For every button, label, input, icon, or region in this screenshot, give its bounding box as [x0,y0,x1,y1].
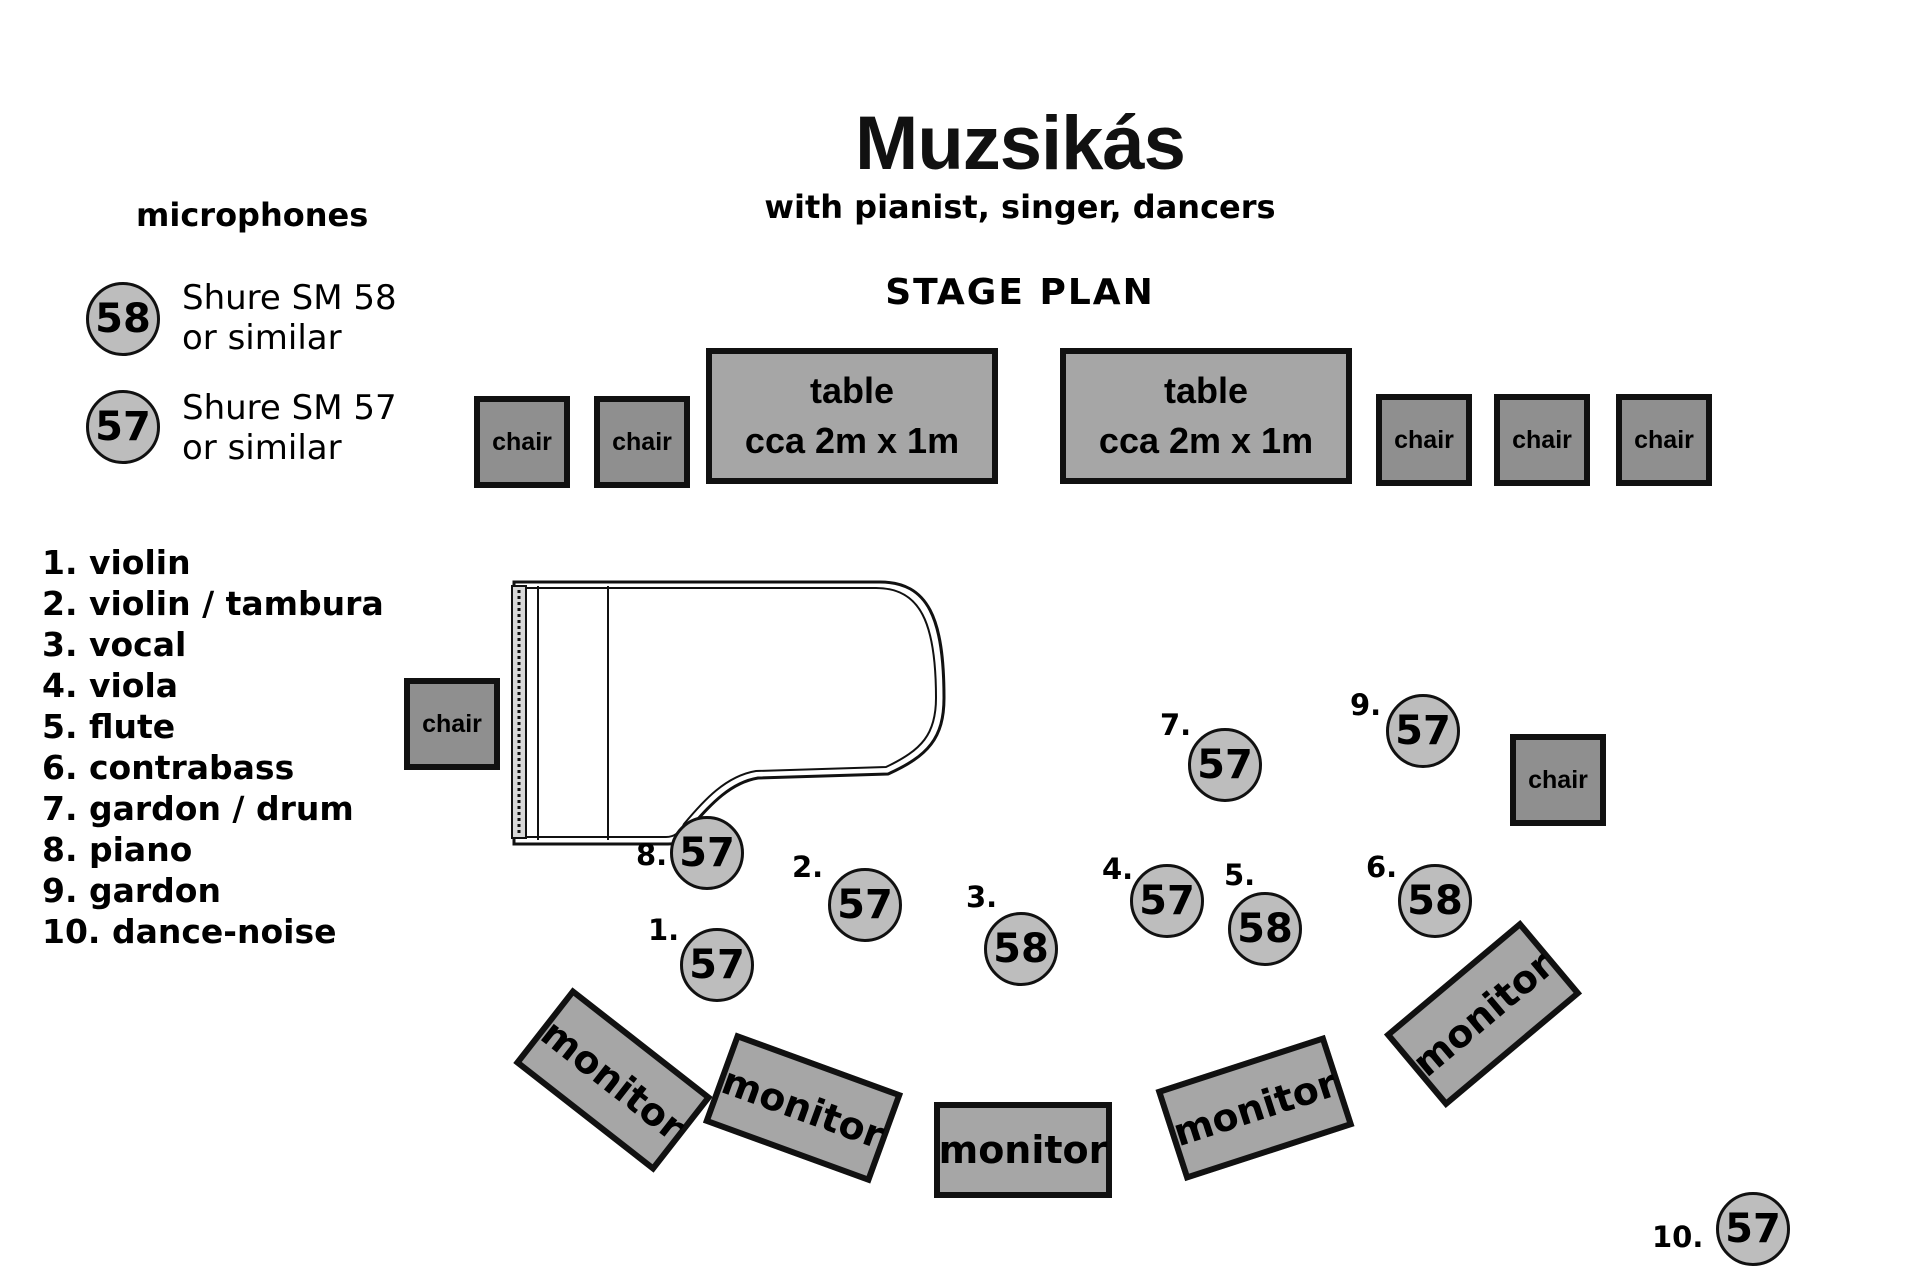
chair-piano: chair [404,678,500,770]
legend-mic-58-text: Shure SM 58 or similar [182,278,397,358]
instrument-item: 10. dance-noise [42,912,337,951]
table-label: table [1163,370,1249,411]
monitor-4: monitor [1155,1034,1355,1182]
table-label: table [809,370,895,411]
legend-mic-58-icon: 58 [86,282,160,356]
instrument-item: 6. contrabass [42,748,295,787]
monitor-1: monitor [513,987,713,1173]
piano-body [512,580,946,846]
mic-9-icon: 57 [1386,694,1460,768]
chair-back-5: chair [1616,394,1712,486]
chair-back-1: chair [474,396,570,488]
monitor-3: monitor [934,1102,1112,1198]
mic-number: 2. [792,850,824,884]
chair-back-4: chair [1494,394,1590,486]
legend-mic-57-text: Shure SM 57 or similar [182,388,397,468]
table-right: table cca 2m x 1m [1060,348,1352,484]
instrument-item: 7. gardon / drum [42,789,354,828]
legend-mic-58-model: Shure SM 58 [182,278,397,318]
mic-number: 3. [966,880,998,914]
mic-1-icon: 57 [680,928,754,1002]
monitor-5: monitor [1383,920,1583,1108]
chair-right: chair [1510,734,1606,826]
mic-number: 7. [1160,708,1192,742]
mic-number: 5. [1224,858,1256,892]
mic-number: 8. [636,838,668,872]
mic-6-icon: 58 [1398,864,1472,938]
legend-mic-58-note: or similar [182,318,342,358]
mic-10-icon: 57 [1716,1192,1790,1266]
mic-5-icon: 58 [1228,892,1302,966]
mic-4-icon: 57 [1130,864,1204,938]
page-subtitle: with pianist, singer, dancers [764,188,1276,226]
mic-number: 4. [1102,852,1134,886]
instrument-item: 2. violin / tambura [42,584,384,623]
instrument-list: 1. violin 2. violin / tambura 3. vocal 4… [42,542,384,952]
mic-number: 6. [1366,850,1398,884]
instrument-item: 1. violin [42,543,191,582]
microphones-heading: microphones [136,196,369,234]
instrument-item: 8. piano [42,830,193,869]
page-title: Muzsikás [855,101,1186,186]
mic-number: 1. [648,913,680,947]
mic-3-icon: 58 [984,912,1058,986]
legend-mic-57-model: Shure SM 57 [182,388,397,428]
monitor-2: monitor [702,1032,904,1184]
chair-back-3: chair [1376,394,1472,486]
mic-2-icon: 57 [828,868,902,942]
mic-8-icon: 57 [670,816,744,890]
table-left: table cca 2m x 1m [706,348,998,484]
mic-number: 10. [1652,1220,1704,1254]
mic-number: 9. [1350,688,1382,722]
instrument-item: 9. gardon [42,871,221,910]
instrument-item: 4. viola [42,666,179,705]
instrument-item: 3. vocal [42,625,187,664]
legend-mic-57-icon: 57 [86,390,160,464]
table-size: cca 2m x 1m [1098,420,1314,461]
mic-7-icon: 57 [1188,728,1262,802]
grand-piano-icon [511,580,946,846]
table-size: cca 2m x 1m [744,420,960,461]
legend-mic-57-note: or similar [182,428,342,468]
stage-plan-heading: STAGE PLAN [885,272,1155,313]
instrument-item: 5. flute [42,707,176,746]
chair-back-2: chair [594,396,690,488]
